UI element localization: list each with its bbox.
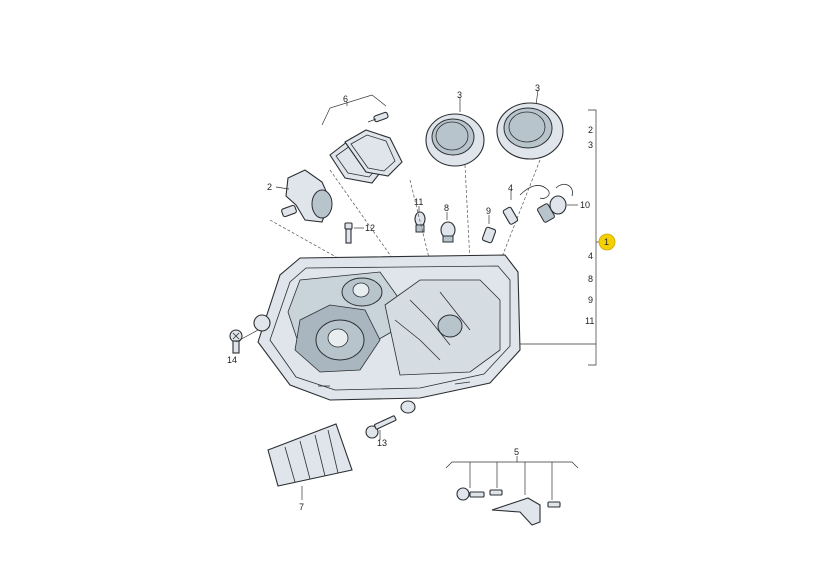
callout-12: 12 (365, 223, 375, 233)
bulb-10 (537, 183, 578, 223)
screw-12 (344, 222, 364, 244)
legend-item-3: 3 (588, 140, 593, 150)
lamp-cap-left (425, 97, 485, 167)
callout-14: 14 (227, 355, 237, 365)
lens-7 (267, 423, 353, 500)
legend-item-9: 9 (588, 295, 593, 305)
callout-10: 10 (580, 200, 590, 210)
legend-item-4: 4 (588, 251, 593, 261)
callout-13: 13 (377, 438, 387, 448)
callout-9: 9 (486, 206, 491, 216)
callout-6: 6 (343, 94, 348, 104)
bulb-4 (502, 185, 550, 225)
cover-gaskets (329, 129, 403, 184)
highlight-marker: 1 (598, 233, 616, 251)
callout-3-left: 3 (457, 90, 462, 100)
bulb-9 (481, 215, 497, 244)
alignment-dashes (269, 159, 541, 263)
bolt-14 (229, 329, 259, 354)
bulb-11 (414, 206, 426, 233)
gasket-screw (367, 111, 389, 123)
callout-8: 8 (444, 203, 449, 213)
headlamp-housing (253, 254, 521, 414)
repair-kit-5 (445, 456, 579, 526)
highlight-label: 1 (604, 237, 609, 247)
legend-item-2: 2 (588, 125, 593, 135)
legend-item-11: 11 (585, 316, 594, 326)
callout-11: 11 (414, 197, 423, 207)
legend-item-8: 8 (588, 274, 593, 284)
callout-4-top: 4 (508, 183, 513, 193)
callout-3-right: 3 (535, 83, 540, 93)
callout-2-left: 2 (267, 182, 272, 192)
part-6-bracket (321, 94, 387, 126)
bulb-8 (440, 212, 456, 243)
callout-7: 7 (299, 502, 304, 512)
lamp-cap-right (496, 89, 564, 160)
range-control-motor (275, 169, 333, 223)
bolt-13 (365, 415, 397, 440)
callout-5: 5 (514, 447, 519, 457)
